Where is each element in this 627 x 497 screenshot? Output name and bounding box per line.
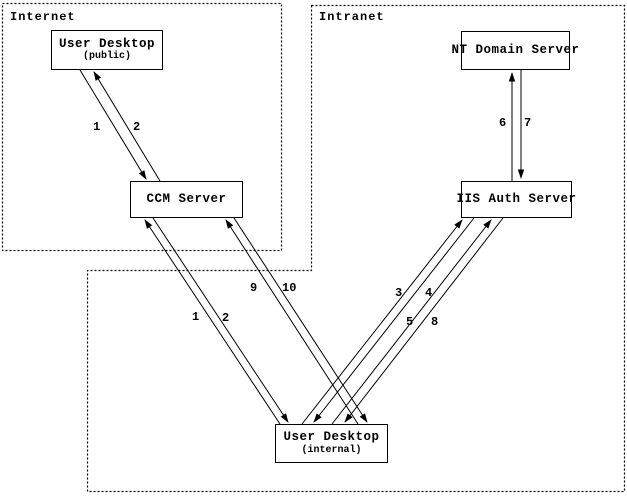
edge-3-line: [301, 219, 463, 425]
edge-label-3: 3: [395, 286, 403, 300]
node-title: User Desktop: [58, 36, 155, 51]
edge-2-public-line: [93, 71, 161, 182]
edge-label-9: 9: [250, 281, 258, 295]
intranet-zone-border: [86, 4, 626, 493]
edge-8-line: [344, 217, 504, 423]
edge-label-1-internal: 1: [192, 310, 200, 324]
internet-zone-border: [1, 2, 283, 252]
edge-9-line: [225, 219, 359, 425]
internet-zone-label: Internet: [10, 10, 76, 24]
edge-10-line: [233, 217, 368, 423]
edge-1-public-line: [79, 69, 147, 180]
node-title: User Desktop: [283, 430, 380, 445]
edge-1-internal-line: [144, 219, 281, 425]
edge-label-2-public: 2: [133, 120, 141, 134]
edge-label-6: 6: [499, 116, 507, 130]
edge-label-10: 10: [282, 281, 297, 295]
node-subtitle: (public): [82, 51, 131, 63]
node-ccm-server: CCM Server: [130, 181, 243, 218]
node-user-desktop-internal: User Desktop (internal): [275, 424, 388, 463]
edge-label-2-internal: 2: [222, 311, 230, 325]
node-title: NT Domain Server: [451, 42, 580, 57]
edge-label-4: 4: [425, 286, 433, 300]
node-nt-domain-server: NT Domain Server: [451, 31, 579, 70]
edge-label-1-public: 1: [93, 120, 101, 134]
edge-label-7: 7: [524, 116, 532, 130]
node-title: CCM Server: [146, 191, 227, 206]
intranet-zone-label: Intranet: [319, 10, 385, 24]
edge-4-line: [313, 217, 475, 423]
node-iis-auth-server: IIS Auth Server: [456, 181, 576, 218]
node-subtitle: (internal): [301, 444, 362, 456]
edge-2-internal-line: [152, 217, 289, 423]
edge-5-line: [331, 219, 492, 425]
edge-label-5: 5: [406, 315, 414, 329]
node-user-desktop-public: User Desktop (public): [51, 30, 163, 70]
node-title: IIS Auth Server: [456, 191, 577, 206]
edge-label-8: 8: [431, 315, 439, 329]
